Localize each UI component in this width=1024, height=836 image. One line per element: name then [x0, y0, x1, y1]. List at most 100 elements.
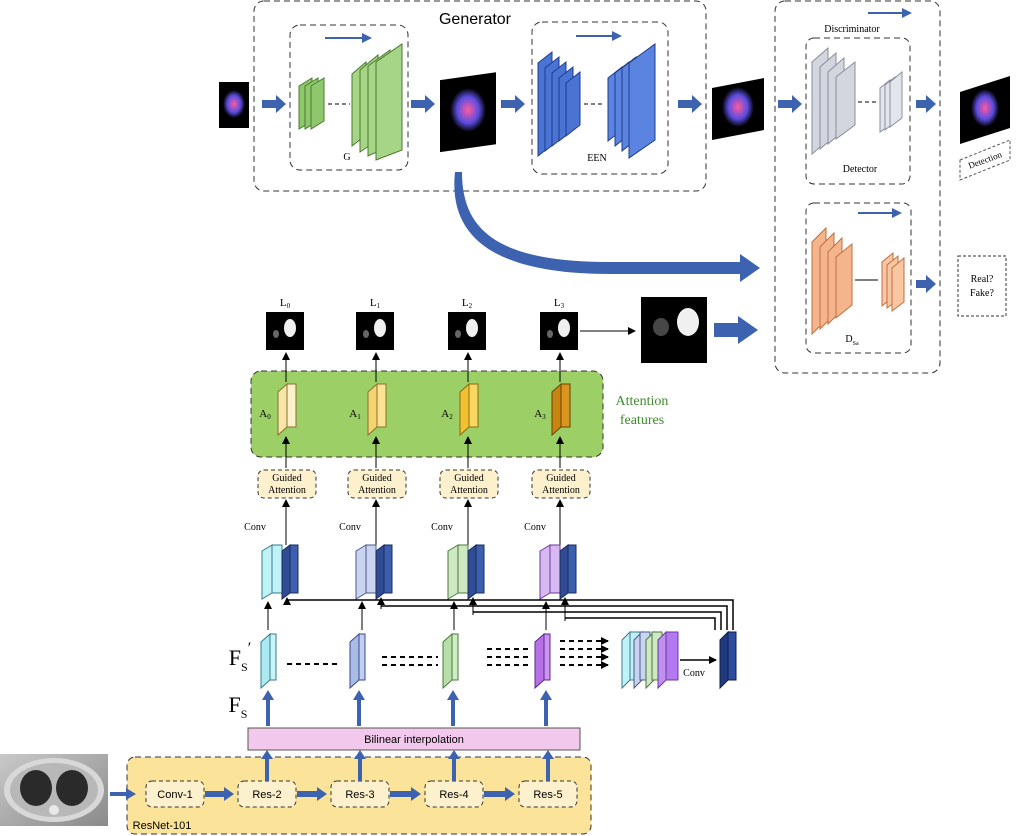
- real-label: Real?: [971, 274, 994, 285]
- flow-arrow: [858, 208, 902, 218]
- een-label: EEN: [587, 153, 606, 164]
- ct-input-image: [0, 754, 108, 826]
- blue-arrow: [714, 316, 758, 344]
- ga-line1: Guided: [272, 473, 301, 484]
- attention-column-2: L2 A2 Guided Attention Conv: [431, 297, 499, 545]
- dsa-encoder-layers: [811, 226, 853, 336]
- dsa-frame: [805, 202, 912, 354]
- block-label: Res-3: [345, 789, 374, 801]
- generated-heart-image: [440, 72, 496, 153]
- detector-decoder-layers: [879, 70, 903, 133]
- final-concat-stack: [621, 630, 679, 690]
- g-label: G: [343, 152, 350, 163]
- blue-arrow: [778, 95, 802, 113]
- generator-title: Generator: [439, 11, 512, 28]
- fs-prime-block-1: [349, 601, 366, 690]
- large-attention-map: [641, 297, 707, 363]
- een-encoder-layers: [537, 50, 581, 158]
- block-label: Res-2: [252, 789, 281, 801]
- block-conv-1: [145, 780, 205, 808]
- resnet-blocks: Conv-1 Res-2 Res-3 Res-4 Res-5: [145, 780, 578, 808]
- blue-arrow: [916, 275, 936, 293]
- attention-column-0: L0 A0 Guided Attention Conv: [244, 297, 317, 545]
- ga-line2: Attention: [358, 485, 396, 496]
- backbone-flow-arrows: [205, 787, 515, 801]
- een-decoder-layers: [607, 43, 656, 159]
- final-conv-block: [719, 630, 737, 690]
- blue-arrow: [411, 95, 435, 113]
- attention-title-line2: features: [620, 413, 664, 428]
- generator-frame: [253, 0, 707, 192]
- ga-line1: Guided: [362, 473, 391, 484]
- blue-arrow: [262, 95, 286, 113]
- fs-prime-block-2: [442, 601, 459, 690]
- final-conv-label: Conv: [683, 668, 705, 679]
- block-label: Res-5: [533, 789, 562, 801]
- l-label: L0: [280, 297, 291, 310]
- bilinear-label: Bilinear interpolation: [364, 734, 464, 746]
- concat-block-1: [355, 544, 393, 600]
- fs-label: FS: [229, 692, 248, 721]
- l-label: L2: [462, 297, 473, 310]
- block-label: Res-4: [439, 789, 468, 801]
- attention-title-line1: Attention: [616, 394, 669, 409]
- fs-prime-to-concat-arrows: [560, 637, 609, 669]
- flow-arrow: [325, 33, 372, 43]
- ga-line2: Attention: [268, 485, 306, 496]
- a-label: A0: [259, 408, 271, 421]
- ga-line2: Attention: [450, 485, 488, 496]
- real-fake-box: [957, 255, 1007, 317]
- blue-arrow: [110, 788, 136, 800]
- attention-column-3: L3 A3 Guided Attention Conv: [524, 297, 591, 545]
- ga-line2: Attention: [542, 485, 580, 496]
- resnet-name: ResNet-101: [133, 820, 192, 832]
- conv-label: Conv: [431, 522, 453, 533]
- ga-line1: Guided: [546, 473, 575, 484]
- feedback-arrowheads: [283, 597, 569, 621]
- dsa-label: DSa: [845, 334, 859, 347]
- fs-prime-label: FS′: [229, 640, 251, 674]
- blue-arrow: [501, 95, 525, 113]
- fs-arrows: [262, 690, 552, 726]
- l-label: L1: [370, 297, 381, 310]
- g-frame: [289, 24, 409, 171]
- attention-features-panel: [250, 370, 604, 458]
- a-label: A3: [534, 408, 546, 421]
- detection-output-image: [960, 76, 1010, 144]
- detection-label-box: Detection: [959, 139, 1011, 181]
- enhanced-heart-image: [712, 78, 764, 140]
- flow-arrow: [868, 8, 912, 18]
- concat-block-0: [261, 544, 299, 600]
- conv-label: Conv: [244, 522, 266, 533]
- a-label: A2: [441, 408, 453, 421]
- backbone-up-arrows: [261, 750, 554, 781]
- detector-frame: [805, 37, 911, 185]
- fake-label: Fake?: [970, 288, 994, 299]
- ga-line1: Guided: [454, 473, 483, 484]
- fs-prime-dashed-links: [287, 648, 530, 666]
- concat-block-3: [539, 544, 577, 600]
- conv-label: Conv: [339, 522, 361, 533]
- concat-block-2: [447, 544, 485, 600]
- dsa-decoder-layers: [881, 251, 905, 312]
- conv-label: Conv: [524, 522, 546, 533]
- block-label: Conv-1: [157, 789, 192, 801]
- fs-prime-block-0: [260, 601, 277, 690]
- discriminator-frame: [774, 0, 941, 374]
- attention-column-1: L1 A1 Guided Attention Conv: [339, 297, 407, 545]
- detector-encoder-layers: [811, 46, 856, 156]
- blue-arrow: [916, 95, 936, 113]
- flow-arrow: [576, 31, 622, 41]
- curved-blue-arrow: [454, 172, 760, 282]
- g-decoder-layers: [351, 43, 403, 161]
- fs-prime-block-3: [534, 601, 551, 690]
- l-label: L3: [554, 297, 565, 310]
- bilinear-interpolation-bar: [247, 727, 581, 751]
- discriminator-title: Discriminator: [824, 24, 880, 35]
- feedback-lines: [287, 599, 734, 630]
- detector-label: Detector: [843, 164, 878, 175]
- input-heart-image: [219, 82, 249, 128]
- blue-arrow: [678, 95, 702, 113]
- g-encoder-layers: [298, 77, 325, 130]
